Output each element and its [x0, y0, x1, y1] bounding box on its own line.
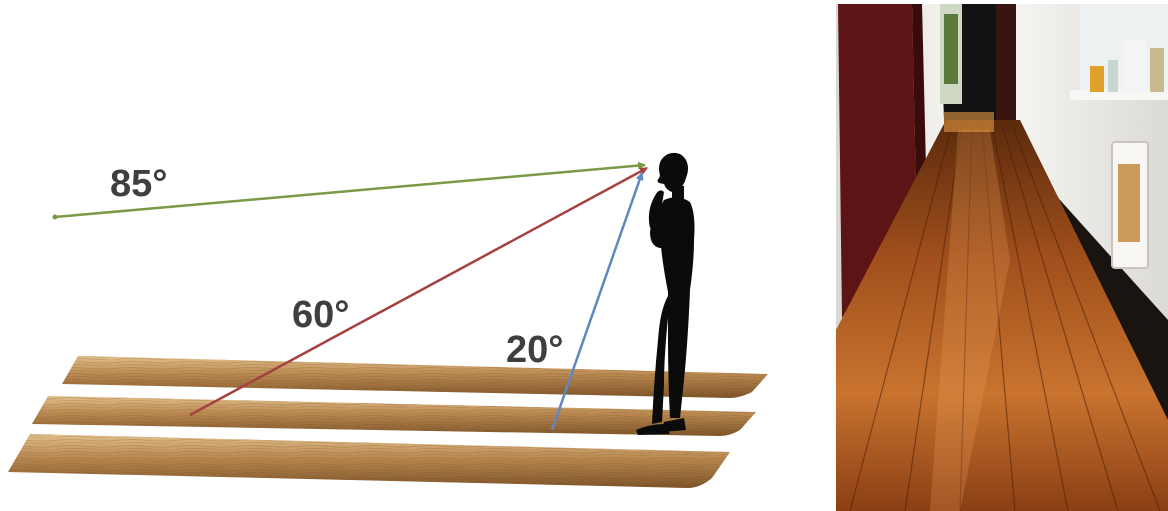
sight-line-60 — [189, 166, 648, 417]
sight-line-85-origin — [52, 214, 58, 220]
angle-label-60: 60° — [292, 294, 349, 336]
hallway-photo — [836, 4, 1168, 511]
angle-label-85: 85° — [110, 163, 167, 205]
sight-line-85 — [54, 161, 646, 219]
sight-line-20 — [550, 172, 644, 431]
person-silhouette-icon — [636, 152, 695, 435]
angle-label-20: 20° — [506, 329, 563, 371]
dark-red-door — [838, 4, 916, 318]
